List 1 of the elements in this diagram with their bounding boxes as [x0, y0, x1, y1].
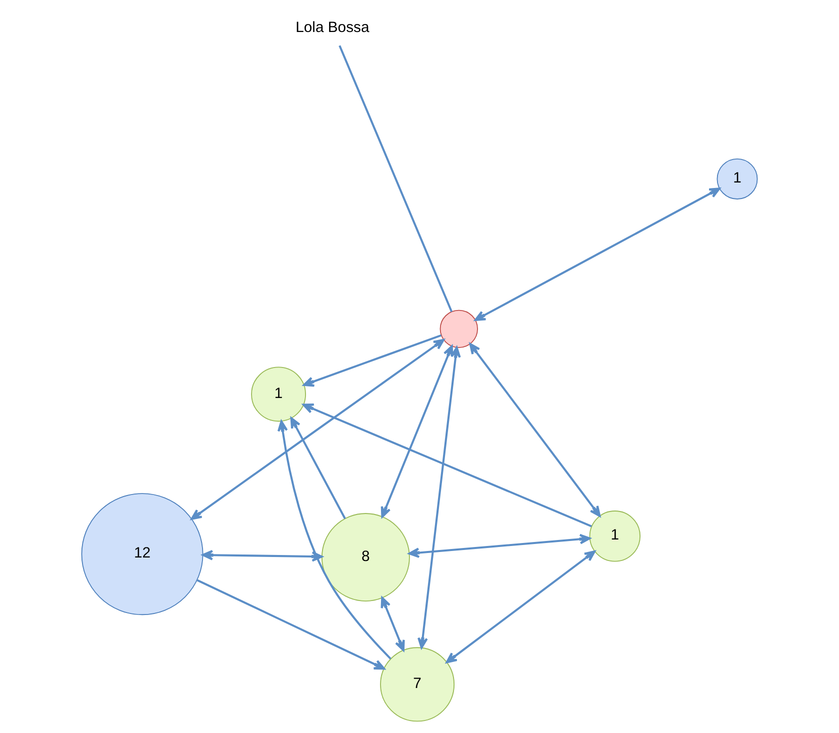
node-text: Lola Bossa — [296, 20, 370, 36]
